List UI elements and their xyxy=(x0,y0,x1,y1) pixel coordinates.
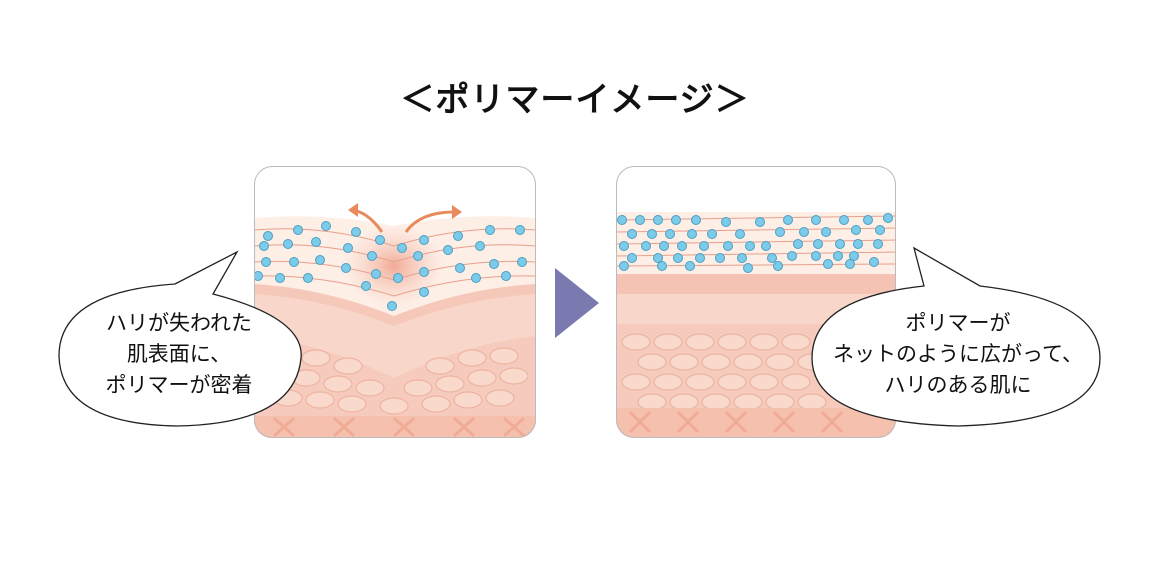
right-callout-text: ポリマーが ネットのように広がって、 ハリのある肌に xyxy=(818,308,1098,401)
left-callout-line-1: ハリが失われた xyxy=(106,311,252,335)
right-callout-line-1: ポリマーが xyxy=(905,311,1011,335)
left-callout-line-2: 肌表面に、 xyxy=(126,342,232,366)
page-title: ＜ポリマーイメージ＞ xyxy=(400,80,750,120)
left-speech-bubble xyxy=(58,250,302,427)
right-callout-line-3: ハリのある肌に xyxy=(884,373,1032,397)
right-polymer-dots xyxy=(617,213,893,273)
left-callout-text: ハリが失われた 肌表面に、 ポリマーが密着 xyxy=(72,308,286,401)
right-callout-line-2: ネットのように広がって、 xyxy=(833,342,1083,366)
right-fibers xyxy=(628,410,844,434)
next-arrow-icon xyxy=(555,268,599,338)
left-polymer-dots xyxy=(254,221,527,311)
right-speech-bubble xyxy=(811,246,1101,427)
left-fibers xyxy=(272,416,526,438)
left-skin-panel xyxy=(254,166,536,438)
left-callout-line-3: ポリマーが密着 xyxy=(105,373,253,397)
